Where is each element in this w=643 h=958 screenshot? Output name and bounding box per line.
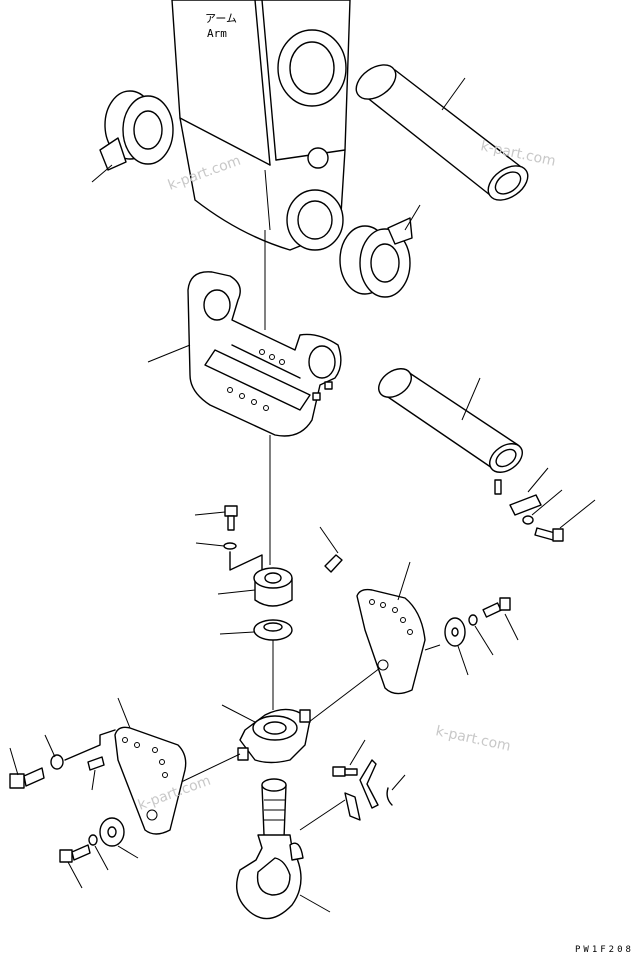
- side-plate-right: [304, 561, 441, 726]
- arm: アーム Arm: [171, 0, 351, 251]
- swivel-body: [174, 704, 311, 786]
- arm-label-en: Arm: [207, 27, 227, 40]
- arm-pin: [355, 64, 529, 201]
- drawing-code: PW1F208: [575, 945, 634, 955]
- thrust-bearing: [219, 619, 293, 641]
- right-plate-hardware: [444, 597, 519, 676]
- grease-fitting: [319, 526, 343, 573]
- side-plate-left: [114, 697, 187, 835]
- swivel-bolt: [194, 505, 263, 573]
- hook-bracket: [147, 271, 342, 437]
- crane-hook: [236, 778, 331, 920]
- swivel-nut: [217, 567, 293, 607]
- hook-latch: [299, 739, 406, 831]
- arm-bushing-left: [91, 90, 174, 183]
- arm-bushing-right: [339, 204, 421, 298]
- bracket-pin: [378, 368, 523, 495]
- arm-label-jp: アーム: [205, 12, 237, 25]
- pin-lock-hardware: [509, 467, 596, 542]
- left-plate-hardware: [9, 729, 139, 889]
- watermark: k-part.com: [434, 723, 512, 755]
